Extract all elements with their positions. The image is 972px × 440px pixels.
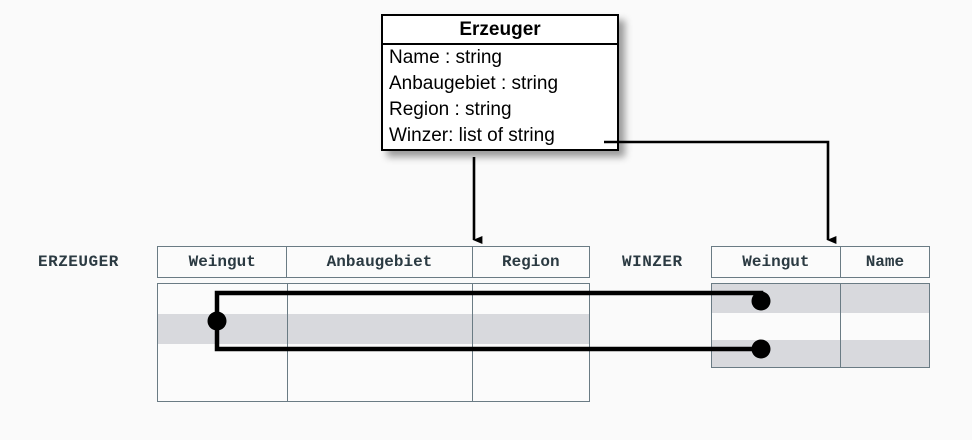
table-cell xyxy=(288,344,474,374)
table-row xyxy=(712,284,929,313)
winzer-header-row: Weingut Name xyxy=(711,246,930,278)
uml-attribute-region: Region : string xyxy=(389,99,512,120)
erzeuger-table-caption: ERZEUGER xyxy=(38,253,119,271)
table-cell xyxy=(158,374,288,401)
table-cell xyxy=(473,314,589,344)
table-cell xyxy=(712,313,842,340)
table-row xyxy=(712,340,929,367)
erzeuger-table-body xyxy=(157,283,590,402)
uml-class-attributes: Name : string Anbaugebiet : string Regio… xyxy=(383,45,617,149)
uml-class-title: Erzeuger xyxy=(383,16,617,45)
erzeuger-column-region: Region xyxy=(501,253,560,271)
uml-attribute-winzer: Winzer: list of string xyxy=(389,125,555,146)
table-cell xyxy=(288,284,474,314)
uml-attribute-name: Name : string xyxy=(389,47,502,68)
table-cell xyxy=(473,284,589,314)
table-cell xyxy=(288,374,474,401)
table-cell xyxy=(158,284,288,314)
table-cell xyxy=(712,284,842,313)
table-cell xyxy=(288,314,474,344)
arrow-winzer-attribute-to-winzer-table xyxy=(604,140,837,244)
table-cell xyxy=(158,344,288,374)
table-cell xyxy=(712,340,842,367)
table-cell xyxy=(473,374,589,401)
winzer-table-body xyxy=(711,283,930,368)
table-cell xyxy=(841,313,929,340)
table-cell xyxy=(841,340,929,367)
table-cell xyxy=(473,344,589,374)
table-cell xyxy=(158,314,288,344)
winzer-column-weingut: Weingut xyxy=(712,247,841,277)
erzeuger-column-weingut: Weingut xyxy=(158,247,288,277)
table-row xyxy=(158,344,589,374)
uml-class-box-erzeuger: Erzeuger Name : string Anbaugebiet : str… xyxy=(381,14,619,151)
table-row xyxy=(158,374,589,401)
winzer-table-caption: WINZER xyxy=(622,253,683,271)
table-row xyxy=(712,313,929,340)
erzeuger-column-anbaugebiet: Anbaugebiet xyxy=(287,247,473,277)
uml-attribute-anbaugebiet: Anbaugebiet : string xyxy=(389,73,559,94)
winzer-column-name: Name xyxy=(865,253,905,271)
table-row xyxy=(158,284,589,314)
table-cell xyxy=(841,284,929,313)
table-row xyxy=(158,314,589,344)
erzeuger-header-row: Weingut Anbaugebiet Region xyxy=(157,246,590,278)
